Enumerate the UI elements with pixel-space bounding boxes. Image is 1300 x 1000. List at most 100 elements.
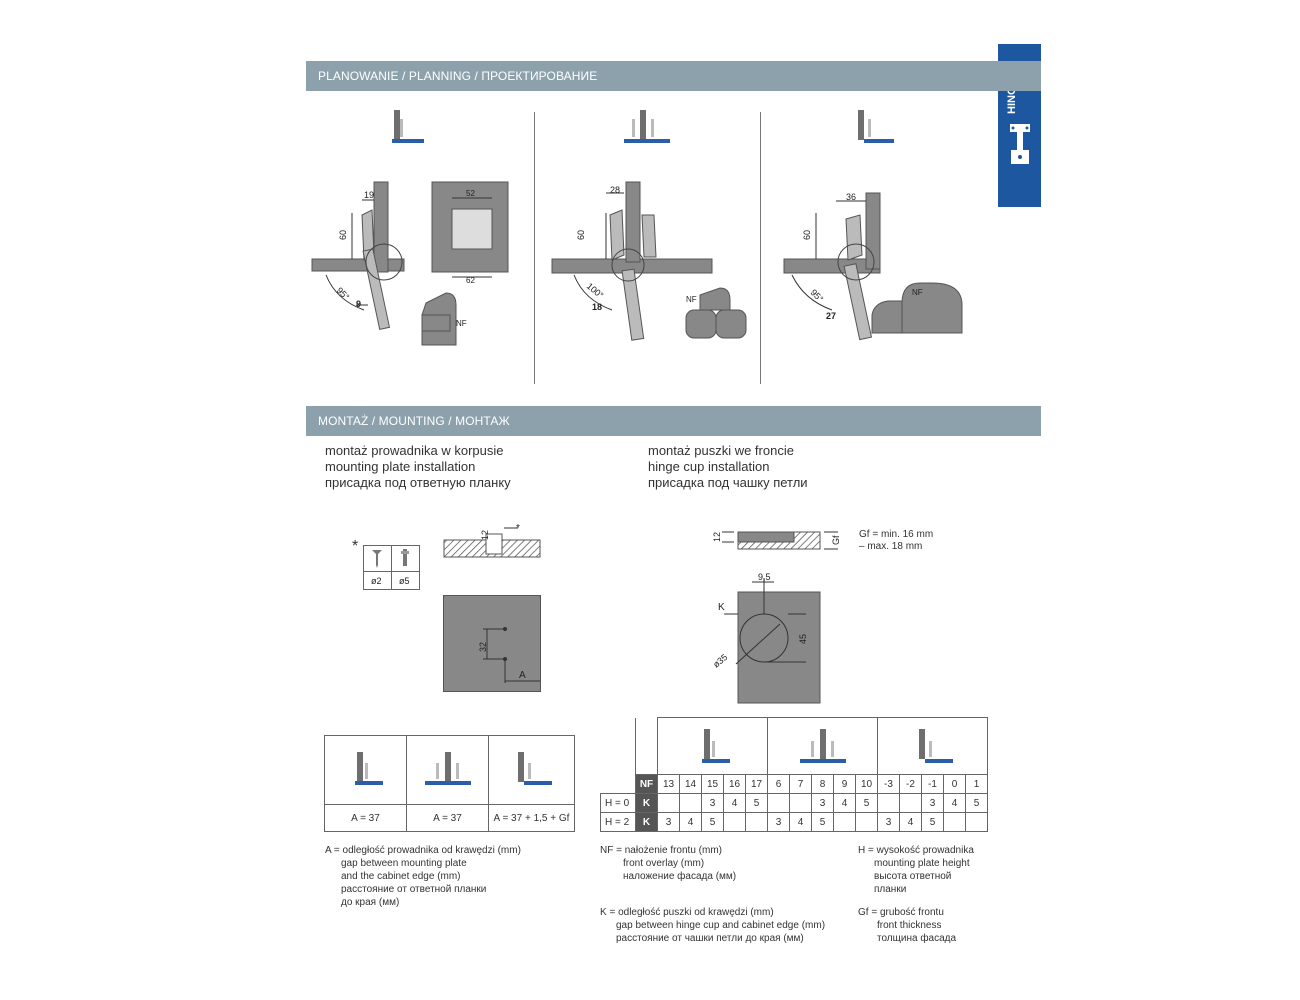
screw-diameter: ø2 [371,576,382,586]
table-cell [324,735,407,805]
intro-line: hinge cup installation [648,459,770,474]
plate-depth: 12 [480,530,490,540]
table-cell: 8 [811,774,834,794]
hinge-type-full-overlay-icon [392,110,424,143]
intro-line: montaż puszki we froncie [648,443,794,458]
legend-line: до края (мм) [341,897,400,908]
screw-table: ø2 ø5 [363,545,420,590]
table-cell [723,812,746,832]
intro-line: mounting plate installation [325,459,476,474]
table-cell: -2 [899,774,922,794]
legend-line: gap between mounting plate [341,858,467,869]
legend-line: gap between hinge cup and cabinet edge (… [616,920,826,931]
table-cell [406,735,489,805]
legend-line: front overlay (mm) [623,858,705,869]
table-a: A = 37 A = 37 A = 37 + 1,5 + Gf [324,735,575,832]
table-cell [855,812,878,832]
table-cell [488,735,575,805]
legend-line: расстояние от ответной планки [341,884,487,895]
table-cell: 3 [767,812,790,832]
table-cell: A = 37 [324,804,407,832]
legend-line: Gf = grubość frontu [858,907,944,918]
table-cell: 13 [657,774,680,794]
hole-spacing: 32 [478,642,488,652]
table-row [324,735,575,805]
table-cell: 3 [701,793,724,813]
table-row: A = 37 A = 37 A = 37 + 1,5 + Gf [324,804,575,832]
intro-line: присадка под чашку петли [648,475,808,490]
legend-line: front thickness [877,920,942,931]
dim-a: A [519,670,526,681]
table-cell: 4 [789,812,812,832]
legend-line: NF = nałożenie frontu (mm) [600,845,722,856]
table-cell [965,812,988,832]
planning-diagram-overlay: 19 60 95° 9 52 62 NF [311,110,509,346]
nf-label: NF [456,319,467,328]
legend-line: планки [874,884,907,895]
legend-line: высота ответной [874,871,952,882]
table-row: H = 2 K 3 4 5 3 4 5 3 4 5 [600,812,988,832]
hinge-icon [1010,124,1030,164]
intro-line: присадка под ответную планку [325,475,511,490]
hinge-cup-intro: montaż puszki we froncie hinge cup insta… [648,443,808,491]
table-cell: 17 [745,774,768,794]
table-cell [745,812,768,832]
nf-label: NF [912,288,923,297]
table-cell: 5 [855,793,878,813]
table-cell [657,793,680,813]
hinge-type-inset-icon [858,110,894,143]
hinge-half-overlay-icon [799,728,846,763]
hinge-full-overlay-icon [701,728,730,763]
table-cell [833,812,856,832]
gf-note: Gf = min. 16 mm – max. 18 mm [859,529,933,553]
dim-angle: 100° [585,281,606,301]
table-cell: 3 [657,812,680,832]
legend-line: and the cabinet edge (mm) [341,871,461,882]
cup-depth: 12 [712,532,722,542]
table-cell: 1 [965,774,988,794]
legend-k: K = odległość puszki od krawędzi (mm) ga… [600,906,825,945]
cup-view: 9,5 K 45 ø35 [711,572,821,704]
nf-header: NF [635,774,658,794]
dim-height: 60 [338,230,348,240]
plate-section: 12 * [443,523,541,558]
dim-bottom: 9 [356,299,361,309]
hinge-half-overlay-icon [424,751,471,785]
legend-line: наложение фасада (мм) [623,871,737,882]
table-cell: A = 37 + 1,5 + Gf [488,804,575,832]
dim-angle: 95° [809,287,826,304]
table-cell [657,717,768,775]
table-cell: 14 [679,774,702,794]
table-cell: 4 [833,793,856,813]
dim-top: 19 [364,190,374,200]
dim-height: 60 [576,230,586,240]
cup-distance: 45 [798,634,808,644]
gf-note-line: – max. 18 mm [859,541,923,552]
table-nf: NF 13 14 15 16 17 6 7 8 9 10 -3 -2 -1 0 … [600,717,988,832]
table-cell: 15 [701,774,724,794]
table-cell: 9 [833,774,856,794]
table-cell [943,812,966,832]
table-cell: 5 [811,812,834,832]
plate-view: 32 A [443,595,541,692]
k-header: K [635,793,658,813]
table-cell: -3 [877,774,900,794]
legend-line: H = wysokość prowadnika [858,845,974,856]
asterisk: * [352,538,359,555]
dim-height: 60 [802,230,812,240]
table-cell: 10 [855,774,878,794]
planning-diagram-half-overlay: 28 60 100° 18 NF [551,110,747,341]
table-cell: -1 [921,774,944,794]
intro-line: montaż prowadnika w korpusie [325,443,504,458]
h-label: H = 0 [600,793,636,813]
table-cell [679,793,702,813]
planning-diagram-inset: 36 60 95° 27 NF [783,110,963,341]
dim-top: 36 [846,192,856,202]
hinge-inset-icon [517,751,552,785]
table-cell: A = 37 [406,804,489,832]
cup-section: 12 Gf [712,531,841,550]
table-cell: 5 [701,812,724,832]
legend-line: A = odległość prowadnika od krawędzi (mm… [325,845,521,856]
table-row [600,717,988,775]
table-cell: 4 [679,812,702,832]
